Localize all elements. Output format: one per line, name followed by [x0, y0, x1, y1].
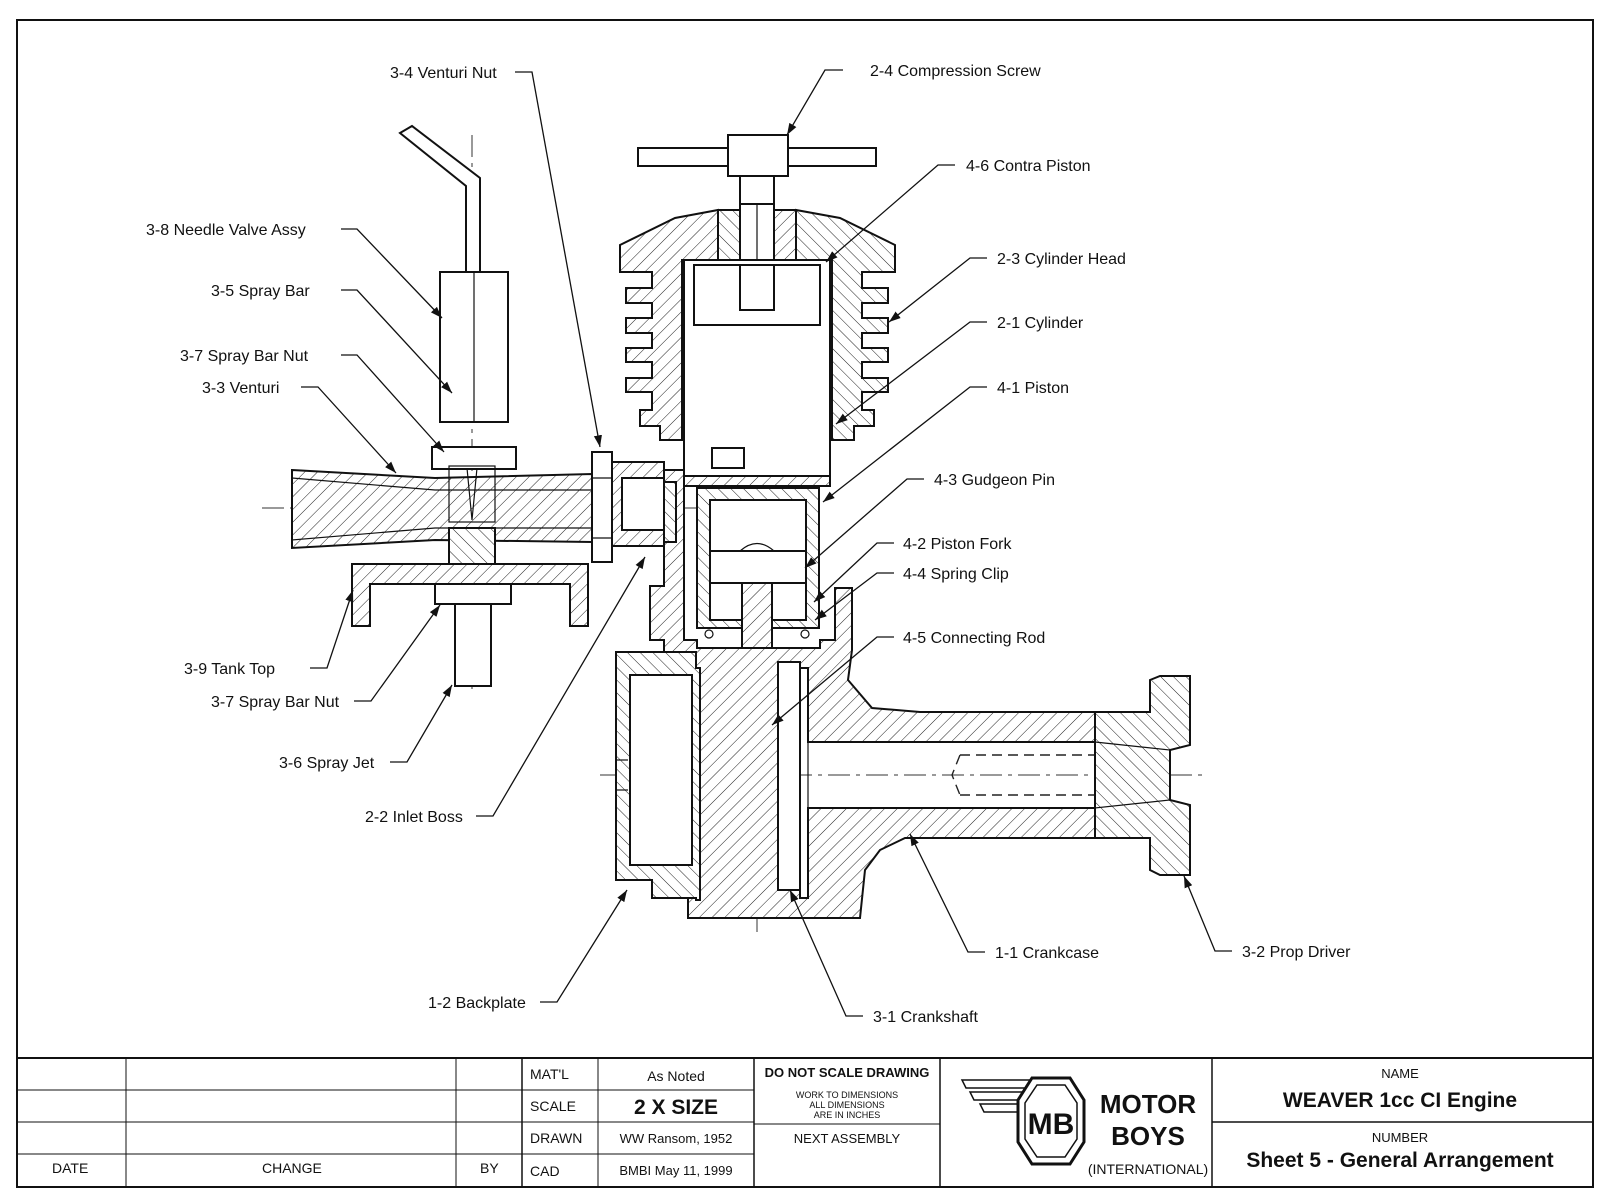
backplate [615, 651, 701, 901]
cylinder-bore [683, 259, 831, 487]
next-assembly-label: NEXT ASSEMBLY [794, 1131, 901, 1146]
callout-connecting-rod: 4-5 Connecting Rod [903, 630, 1045, 647]
callout-tank-top: 3-9 Tank Top [184, 661, 275, 678]
callout-labels: 3-4 Venturi Nut 2-4 Compression Screw 4-… [146, 63, 1351, 1026]
sheet-border [16, 19, 1594, 1188]
number-label: NUMBER [1372, 1130, 1428, 1145]
name-label: NAME [1381, 1066, 1419, 1081]
drawn-label: DRAWN [530, 1130, 582, 1146]
scale-label: SCALE [530, 1098, 576, 1114]
callout-piston: 4-1 Piston [997, 380, 1069, 397]
callout-venturi-nut: 3-4 Venturi Nut [390, 65, 497, 82]
matl-value: As Noted [647, 1068, 705, 1084]
callout-crankcase: 1-1 Crankcase [995, 945, 1099, 962]
dimension-note-1: WORK TO DIMENSIONS [796, 1090, 898, 1100]
drawn-value: WW Ransom, 1952 [620, 1131, 733, 1146]
dimension-note-3: ARE IN INCHES [814, 1110, 881, 1120]
callout-prop-driver: 3-2 Prop Driver [1242, 944, 1351, 961]
drawing-info: MAT'L As Noted SCALE 2 X SIZE DRAWN WW R… [530, 1065, 929, 1179]
matl-label: MAT'L [530, 1066, 569, 1082]
dimension-note-2: ALL DIMENSIONS [809, 1100, 884, 1110]
callout-venturi: 3-3 Venturi [202, 380, 279, 397]
callout-piston-fork: 4-2 Piston Fork [903, 536, 1012, 553]
callout-cylinder-head: 2-3 Cylinder Head [997, 251, 1126, 268]
venturi [291, 468, 593, 550]
logo-letters: MB [1028, 1108, 1075, 1141]
callout-cylinder: 2-1 Cylinder [997, 315, 1084, 332]
inlet-boss [591, 451, 677, 563]
needle-valve-and-spraybar [398, 124, 517, 687]
title-block [17, 1057, 1593, 1187]
cylinder-head-and-fins [619, 208, 896, 441]
company-name-line1: MOTOR [1100, 1089, 1197, 1119]
drawing-number: Sheet 5 - General Arrangement [1246, 1149, 1553, 1172]
scale-value: 2 X SIZE [634, 1096, 718, 1119]
callout-crankshaft: 3-1 Crankshaft [873, 1009, 978, 1026]
cad-label: CAD [530, 1163, 560, 1179]
callout-spray-bar-nut-bottom: 3-7 Spray Bar Nut [211, 694, 340, 711]
tank-top [351, 563, 589, 627]
callout-gudgeon-pin: 4-3 Gudgeon Pin [934, 472, 1055, 489]
engine-cross-section [262, 124, 1205, 932]
revision-table: DATE CHANGE BY [52, 1160, 499, 1176]
motor-boys-logo: MB MOTOR BOYS (INTERNATIONAL) [960, 1076, 1208, 1177]
cad-value: BMBI May 11, 1999 [619, 1163, 732, 1178]
callout-spray-jet: 3-6 Spray Jet [279, 755, 375, 772]
callout-spray-bar: 3-5 Spray Bar [211, 283, 310, 300]
drawing-identification: NAME WEAVER 1cc CI Engine NUMBER Sheet 5… [1246, 1066, 1553, 1172]
company-name-line3: (INTERNATIONAL) [1088, 1161, 1208, 1177]
company-name-line2: BOYS [1111, 1121, 1185, 1151]
change-header: CHANGE [262, 1160, 322, 1176]
callout-needle-valve-assy: 3-8 Needle Valve Assy [146, 222, 306, 239]
callout-leaders [301, 69, 1232, 1017]
drawing-name: WEAVER 1cc CI Engine [1283, 1089, 1517, 1112]
callout-spring-clip: 4-4 Spring Clip [903, 566, 1009, 583]
callout-contra-piston: 4-6 Contra Piston [966, 158, 1091, 175]
callout-inlet-boss: 2-2 Inlet Boss [365, 809, 463, 826]
do-not-scale-note: DO NOT SCALE DRAWING [765, 1065, 930, 1080]
callout-backplate: 1-2 Backplate [428, 995, 526, 1012]
callout-spray-bar-nut-top: 3-7 Spray Bar Nut [180, 348, 309, 365]
prop-driver [1094, 675, 1191, 876]
by-header: BY [480, 1160, 499, 1176]
callout-compression-screw: 2-4 Compression Screw [870, 63, 1041, 80]
date-header: DATE [52, 1160, 88, 1176]
